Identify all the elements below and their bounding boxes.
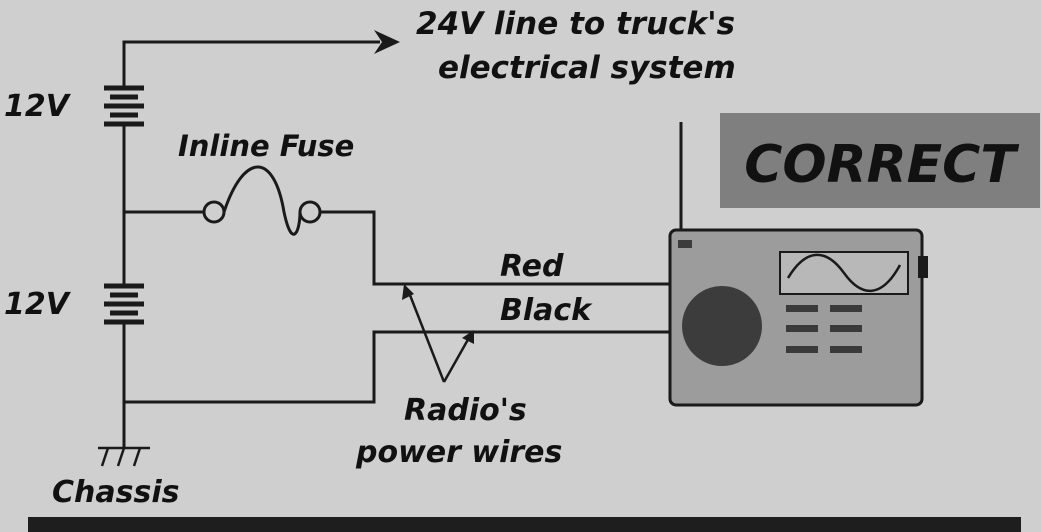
fuse-terminal-right	[298, 200, 322, 224]
pointer-arrow-icon	[462, 330, 474, 344]
fuse-terminal-left	[202, 200, 226, 224]
radio-indicator	[678, 240, 692, 248]
battery-bottom-label: 12V	[4, 287, 72, 322]
supply-wire	[122, 40, 380, 82]
pointer-arrow-icon	[402, 284, 414, 300]
fuse-label: Inline Fuse	[178, 129, 354, 163]
red-wire-label: Red	[500, 249, 564, 284]
supply-label-line1: 24V line to truck's	[416, 6, 735, 42]
ground-label: Chassis	[52, 475, 179, 510]
badge-background	[720, 113, 1040, 208]
waveform-icon	[786, 253, 902, 292]
bottom-bar	[28, 517, 1021, 532]
supply-line	[122, 30, 400, 82]
badge-text: CORRECT	[744, 135, 1019, 195]
supply-arrow-icon	[374, 30, 400, 54]
black-wire-label: Black	[500, 293, 593, 328]
power-wires-label-line1: Radio's	[404, 393, 527, 428]
fused-branch	[124, 165, 680, 286]
black-wire	[124, 330, 680, 404]
radio-buttons	[786, 305, 862, 353]
power-wires-label-line2: power wires	[355, 435, 562, 470]
battery-top	[104, 82, 144, 127]
power-wire-pointers	[402, 284, 474, 383]
battery-bottom	[104, 283, 144, 325]
verdict-badge: CORRECT	[720, 113, 1040, 208]
chassis-ground-icon	[98, 446, 150, 467]
red-wire	[320, 210, 680, 286]
radio-knob	[918, 256, 928, 278]
battery-top-label: 12V	[4, 89, 72, 124]
supply-label-line2: electrical system	[438, 50, 736, 86]
speaker-icon	[682, 286, 762, 366]
radio-unit	[668, 122, 928, 407]
fuse-element-icon	[222, 165, 302, 236]
